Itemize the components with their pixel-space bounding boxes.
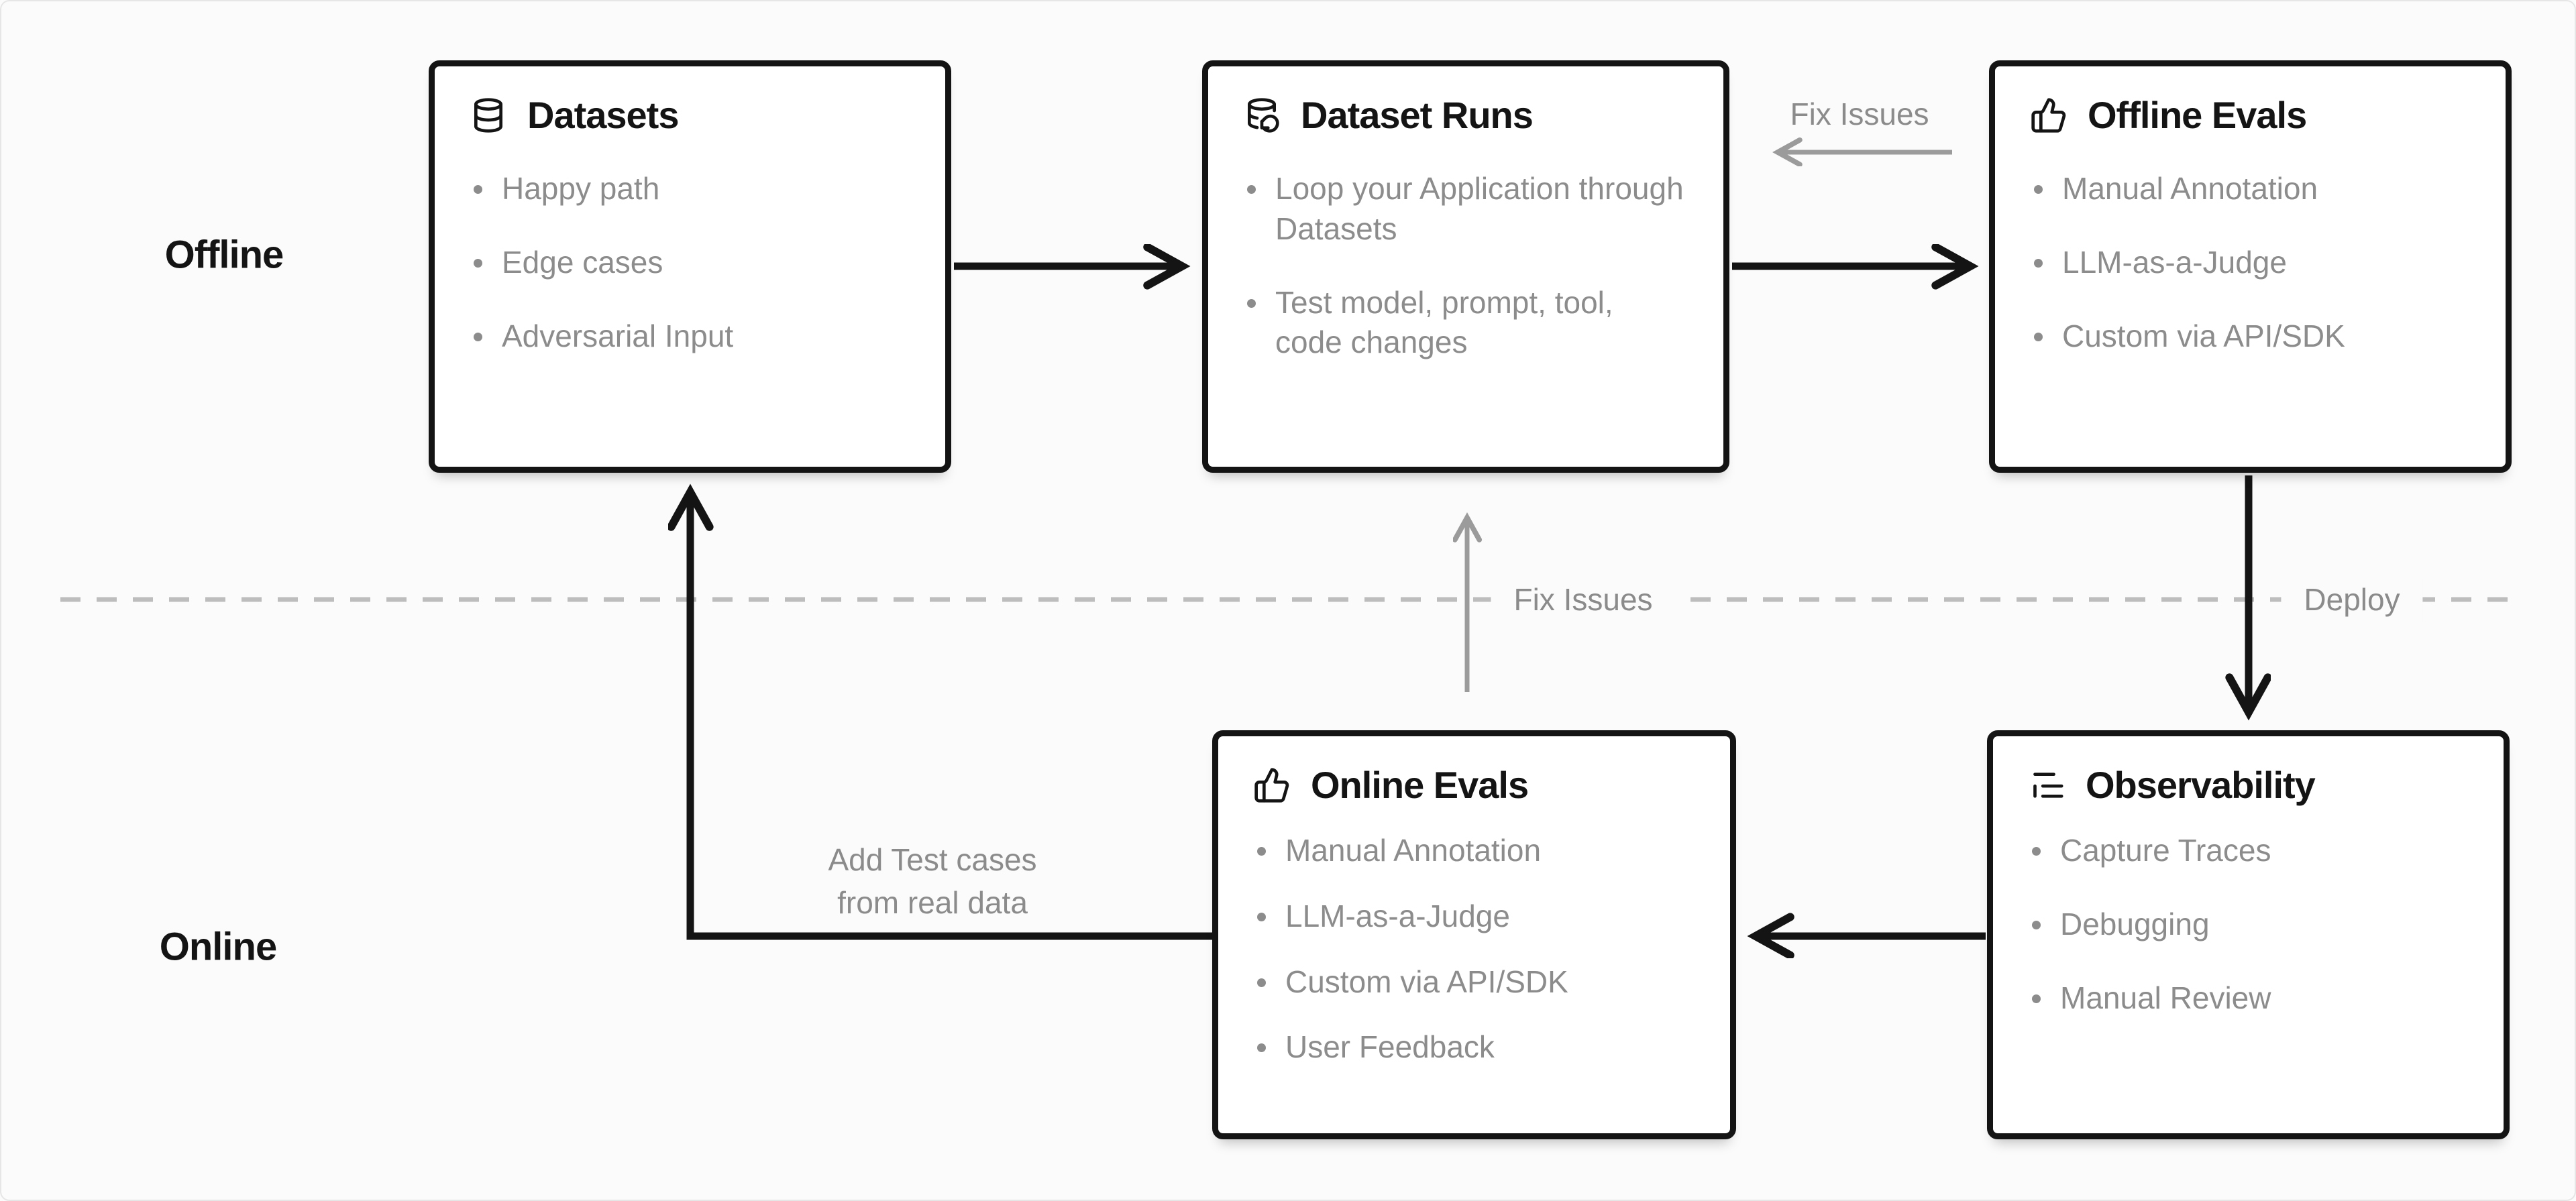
online-evals-to-datasets-arrow bbox=[690, 492, 1212, 940]
fix-issues-top-label: Fix Issues bbox=[1790, 97, 1929, 131]
fix-issues-mid-label: Fix Issues bbox=[1491, 579, 1676, 620]
card-header: Online Evals bbox=[1253, 763, 1695, 807]
bullet-item: Loop your Application through Datasets bbox=[1243, 169, 1688, 249]
bullet-item: LLM-as-a-Judge bbox=[1253, 897, 1695, 937]
bullet-item: LLM-as-a-Judge bbox=[2030, 243, 2471, 283]
bullet-item: Manual Annotation bbox=[2030, 169, 2471, 209]
card-header: Observability bbox=[2028, 763, 2469, 807]
bullet-item: Debugging bbox=[2028, 905, 2469, 945]
card-title: Offline Evals bbox=[2088, 94, 2307, 136]
deploy-label: Deploy bbox=[2281, 579, 2423, 620]
bullet-item: User Feedback bbox=[1253, 1027, 1695, 1068]
card-title: Online Evals bbox=[1311, 764, 1529, 806]
card-header: Datasets bbox=[470, 93, 910, 137]
bullet-item: Custom via API/SDK bbox=[1253, 962, 1695, 1003]
bullet-item: Edge cases bbox=[470, 243, 910, 283]
bullet-item: Adversarial Input bbox=[470, 317, 910, 357]
bullet-item: Custom via API/SDK bbox=[2030, 317, 2471, 357]
card-title: Dataset Runs bbox=[1301, 94, 1534, 136]
add-test-cases-line1: Add Test cases bbox=[828, 842, 1037, 877]
bullet-item: Manual Annotation bbox=[1253, 831, 1695, 871]
card-header: Dataset Runs bbox=[1243, 93, 1688, 137]
thumbs-up-icon bbox=[1253, 766, 1291, 804]
add-test-cases-line2: from real data bbox=[837, 885, 1028, 920]
card-header: Offline Evals bbox=[2030, 93, 2471, 137]
dataset-runs-card: Dataset Runs Loop your Application throu… bbox=[1202, 60, 1729, 473]
database-icon bbox=[470, 97, 507, 134]
card-title: Datasets bbox=[527, 94, 679, 136]
thumbs-up-icon bbox=[2030, 97, 2068, 134]
list-tree-icon bbox=[2028, 766, 2065, 804]
bullet-item: Test model, prompt, tool, code changes bbox=[1243, 283, 1688, 363]
offline-section-label: Offline bbox=[164, 233, 284, 277]
bullet-item: Capture Traces bbox=[2028, 831, 2469, 871]
bullet-item: Manual Review bbox=[2028, 978, 2469, 1019]
add-test-cases-label: Add Test cases from real data bbox=[828, 838, 1036, 924]
online-section-label: Online bbox=[159, 925, 277, 969]
database-refresh-icon bbox=[1243, 97, 1281, 134]
bullet-item: Happy path bbox=[470, 169, 910, 209]
card-title: Observability bbox=[2086, 764, 2316, 806]
